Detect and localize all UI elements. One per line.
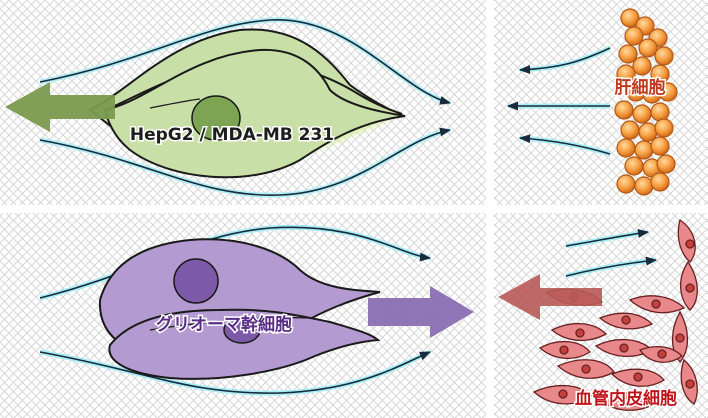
hepatocyte-cell (620, 120, 640, 140)
hepatocyte-cell (650, 172, 670, 192)
glioma-cell-front (108, 308, 381, 380)
hepatocyte-cell (624, 26, 644, 46)
hepatocyte-cell (650, 102, 670, 122)
panel-top-right (494, 0, 708, 205)
hepatocyte-cell (616, 138, 636, 158)
hepatocyte-cell (638, 38, 658, 58)
hepatocyte-cell (624, 156, 644, 176)
glioma-label: グリオーマ幹細胞 (156, 314, 292, 335)
hepatocyte-cell (634, 140, 654, 160)
endothelial-cell-network (532, 218, 698, 411)
bottom-right-flow-lines (565, 228, 658, 279)
hepg2-nucleus-front (191, 95, 241, 141)
hepatocyte-cell (656, 154, 676, 174)
hepg2-migration-arrow (5, 82, 115, 132)
hepatocyte-cell (632, 104, 652, 124)
hepatocyte-cell (634, 176, 654, 196)
panel-bottom-right (494, 213, 708, 418)
hepatocyte-cell (650, 136, 670, 156)
hepatocyte-label: 肝細胞 (615, 77, 666, 98)
hepg2-cell-front (103, 48, 406, 179)
hepatocyte-cell (658, 82, 678, 102)
hepatocyte-cluster (614, 8, 678, 196)
hepatocyte-cell (650, 64, 670, 84)
hepg2-label: HepG2 / MDA-MB 231 (130, 125, 334, 145)
hepatocyte-cell (616, 174, 636, 194)
endothelial-migration-arrow (498, 274, 602, 320)
hepatocyte-cell (654, 46, 674, 66)
endothelial-label: 血管内皮細胞 (575, 388, 677, 409)
hepatocyte-cell (654, 118, 674, 138)
top-right-flow-lines (506, 45, 612, 157)
glioma-nucleus-bottom (223, 316, 261, 344)
hepatocyte-cell (616, 64, 636, 84)
hepatocyte-cell (620, 8, 640, 28)
hepatocyte-cell (618, 44, 638, 64)
top-left-flow-lines (39, 17, 452, 198)
glioma-cell-group (98, 238, 381, 380)
hepatocyte-cell (614, 100, 634, 120)
hepg2-cell-group (88, 28, 406, 179)
hepatocyte-cell (632, 56, 652, 76)
glioma-migration-arrow (368, 286, 474, 338)
glioma-nucleus-top (173, 258, 219, 304)
